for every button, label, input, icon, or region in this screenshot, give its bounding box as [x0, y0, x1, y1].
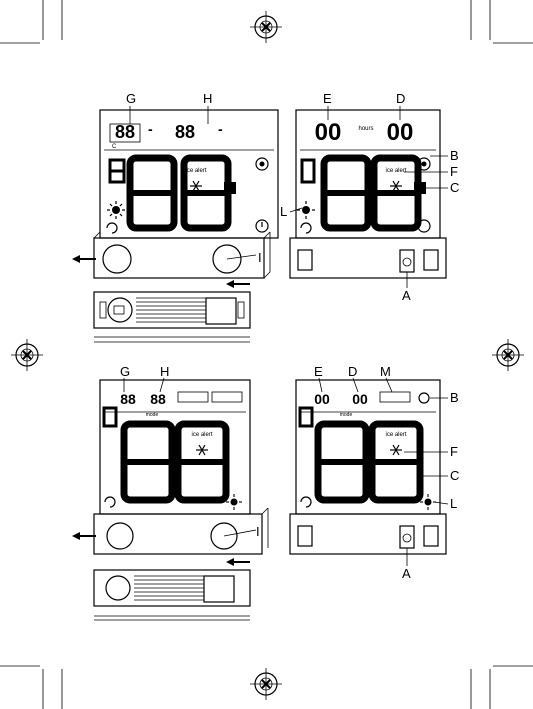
callout-b-br: B: [450, 390, 459, 405]
device-base-tl: [93, 237, 265, 279]
sun-icon: [297, 201, 315, 219]
callout-h-bl: H: [160, 364, 169, 379]
snowflake-icon: [196, 444, 208, 456]
sun-icon: [226, 494, 242, 510]
small-digits-h: 88: [175, 122, 195, 142]
registration-mark-right: [492, 339, 524, 371]
big-digits-tl: [108, 154, 236, 232]
callout-c-br: C: [450, 468, 459, 483]
refresh-icon: [300, 496, 312, 508]
speaker-left: [102, 244, 132, 274]
ice-alert-text-tr: ice alert: [385, 168, 406, 174]
small-digits-h-bl: 88: [150, 391, 166, 407]
callout-b: B: [450, 148, 459, 163]
callout-f-br: F: [450, 444, 458, 459]
ice-alert-text: ice alert: [185, 168, 206, 174]
minus-sign-h: -: [218, 121, 223, 137]
callout-l-br: L: [450, 496, 457, 511]
mode-text-br: mode: [340, 412, 353, 418]
sun-icon: [107, 201, 125, 219]
device-base-bl: [93, 513, 263, 555]
callout-i: I: [258, 250, 262, 265]
callout-h: H: [203, 91, 212, 106]
minus-sign-g: -: [148, 121, 153, 137]
panel-bottom-left: 88 88 mode ice alert: [72, 364, 269, 621]
alarm-icon: [255, 219, 269, 233]
panel-top-right: 00 00 hours ice alert: [280, 91, 459, 303]
bell-icon: [418, 392, 430, 404]
snowflake-icon: [190, 180, 202, 192]
unit-c-small: C: [112, 144, 117, 150]
device-base-br: [289, 513, 447, 555]
ice-alert-text-br: ice alert: [385, 432, 406, 438]
panel-bottom-right: 00 00 mode ice alert E: [289, 364, 459, 581]
mode-text-bl: mode: [146, 412, 159, 418]
callout-e: E: [323, 91, 332, 106]
callout-m: M: [380, 364, 391, 379]
callout-i-bl: I: [256, 524, 260, 539]
bell-icon: [255, 157, 269, 171]
callout-l: L: [280, 204, 287, 219]
device-base-tr: [289, 237, 447, 279]
small-digits-left: 88 - 88 - C: [109, 121, 223, 150]
refresh-icon: [104, 496, 116, 508]
digits-e: 00: [315, 119, 342, 146]
arrow-left-icon: [72, 255, 250, 288]
sun-icon: [420, 494, 436, 510]
snowflake-icon: [390, 180, 402, 192]
callout-d-br: D: [348, 364, 357, 379]
digits-e-br: 00: [314, 391, 330, 407]
registration-mark-top: [250, 11, 282, 43]
small-digits-g: 88: [115, 122, 135, 142]
callout-c: C: [450, 180, 459, 195]
refresh-icon: [106, 222, 118, 234]
registration-mark-left: [11, 339, 43, 371]
battery-compartment-tl: [93, 291, 251, 343]
refresh-icon: [300, 222, 312, 234]
digits-d-br: 00: [352, 391, 368, 407]
registration-mark-bottom: [250, 668, 282, 700]
callout-g-bl: G: [120, 364, 130, 379]
callout-g: G: [126, 91, 136, 106]
callout-a: A: [402, 288, 411, 303]
hours-text: hours: [358, 126, 373, 132]
snowflake-icon: [390, 444, 402, 456]
digits-d: 00: [387, 119, 414, 146]
callout-f: F: [450, 164, 458, 179]
bell-icon: [417, 157, 431, 171]
panel-top-left: 88 - 88 - C ice alert: [72, 91, 279, 343]
callout-e-br: E: [314, 364, 323, 379]
callout-d: D: [396, 91, 405, 106]
alarm-icon: [417, 219, 431, 233]
ice-alert-text-bl: ice alert: [191, 432, 212, 438]
callout-a-br: A: [402, 566, 411, 581]
speaker-right: [212, 244, 242, 274]
small-digits-g-bl: 88: [120, 391, 136, 407]
